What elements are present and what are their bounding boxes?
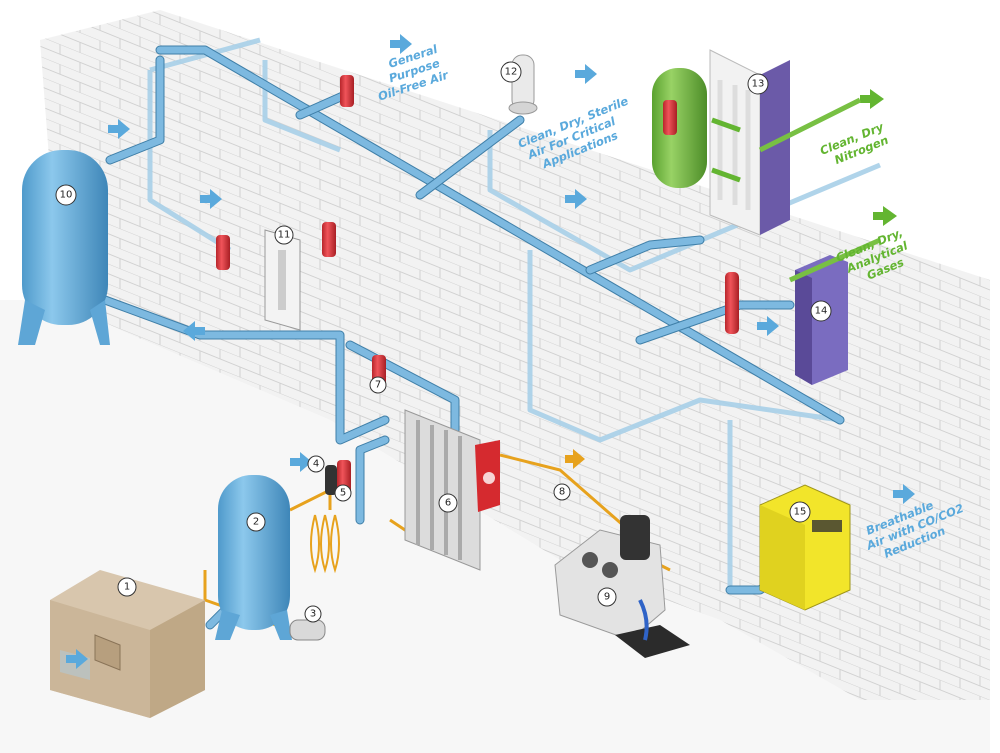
marker-13: 13 [747, 73, 769, 95]
marker-5: 5 [334, 484, 352, 502]
arrow-general [390, 34, 412, 54]
svg-text:6: 6 [445, 498, 451, 509]
arrow-breathable [893, 484, 915, 504]
compressor [50, 570, 205, 718]
arrow-condensate [565, 449, 585, 469]
svg-text:5: 5 [340, 488, 346, 499]
marker-1: 1 [117, 577, 137, 597]
svg-text:10: 10 [60, 190, 73, 201]
point-of-use-dryer [264, 229, 301, 331]
number-markers: 1 2 3 4 5 6 7 8 9 10 11 12 13 14 15 [55, 61, 832, 623]
breathing-air-purifier [759, 484, 851, 611]
svg-text:7: 7 [375, 380, 381, 391]
svg-text:13: 13 [752, 79, 765, 90]
marker-8: 8 [553, 483, 571, 501]
marker-4: 4 [307, 455, 325, 473]
svg-text:12: 12 [505, 67, 518, 78]
dryer [404, 409, 500, 571]
marker-9: 9 [597, 587, 617, 607]
marker-14: 14 [810, 300, 832, 322]
svg-text:1: 1 [124, 582, 130, 593]
arrow-analytical [873, 206, 897, 226]
marker-6: 6 [438, 493, 458, 513]
marker-10: 10 [55, 184, 77, 206]
arrow-nitrogen [860, 89, 884, 109]
marker-11: 11 [274, 225, 294, 245]
svg-text:8: 8 [559, 487, 565, 498]
large-receiver [18, 150, 110, 345]
svg-text:9: 9 [604, 592, 610, 603]
svg-text:11: 11 [278, 230, 291, 241]
flow-arrows [66, 34, 915, 669]
drain-device [289, 619, 326, 641]
marker-12: 12 [500, 61, 522, 83]
brick-wall [0, 10, 990, 753]
oil-water-separator [554, 515, 690, 658]
marker-2: 2 [246, 512, 266, 532]
svg-text:14: 14 [815, 306, 828, 317]
nitrogen-generator [652, 49, 790, 236]
arrow-sterile [575, 64, 597, 84]
marker-15: 15 [789, 501, 811, 523]
svg-text:15: 15 [794, 507, 807, 518]
air-receiver [215, 475, 292, 640]
label-general-purpose: General Purpose Oil-Free Air [376, 42, 451, 104]
svg-text:3: 3 [310, 609, 316, 620]
svg-text:4: 4 [313, 459, 319, 470]
marker-7: 7 [369, 376, 387, 394]
svg-text:2: 2 [253, 517, 259, 528]
label-nitrogen: Clean, Dry Nitrogen [818, 119, 890, 167]
marker-3: 3 [304, 605, 322, 623]
